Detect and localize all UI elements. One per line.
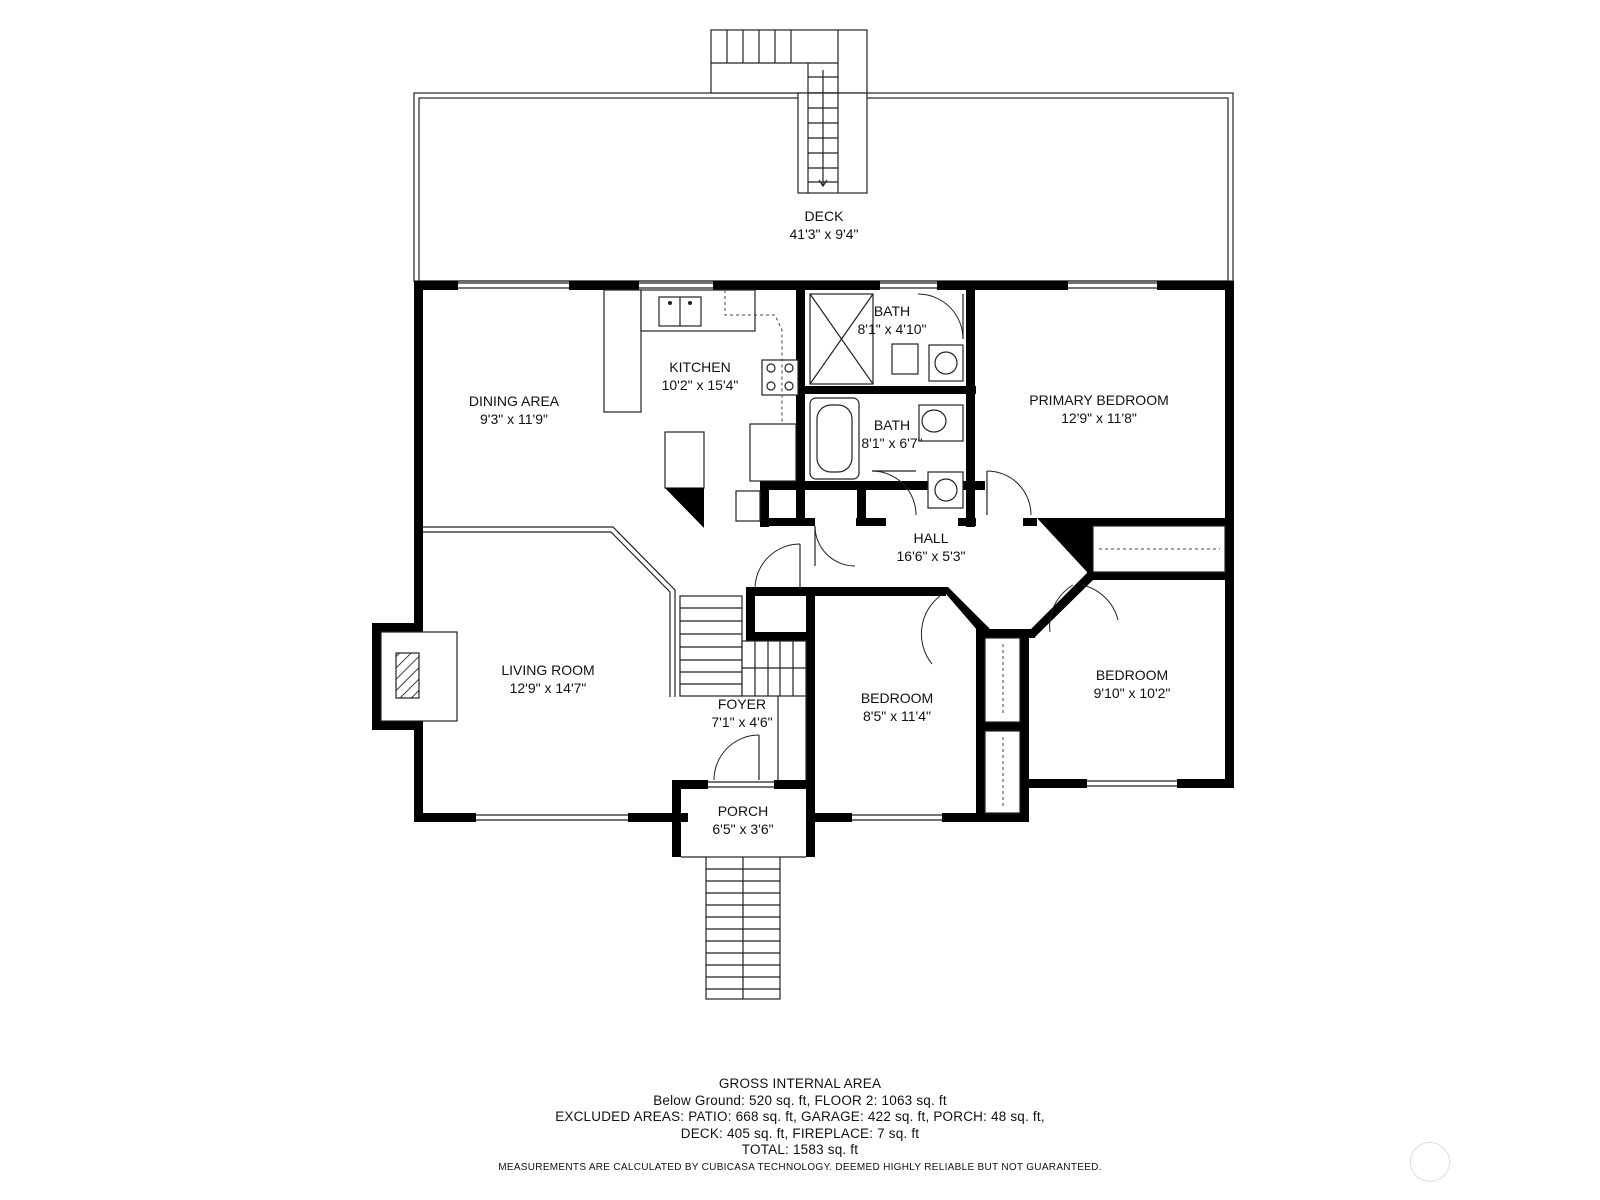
kitchen-name: KITCHEN [669,359,730,375]
bath-lower-dims: 8'1" x 6'7" [861,435,922,451]
kitchen-dims: 10'2" x 15'4" [662,377,739,393]
primary-bedroom-name: PRIMARY BEDROOM [1029,392,1169,408]
kitchen-fixtures [603,289,799,528]
doors [713,525,1226,814]
porch-dims: 6'5" x 3'6" [712,821,773,837]
primary-bedroom-dims: 12'9" x 11'8" [1061,410,1137,426]
summary-line-1: Below Ground: 520 sq. ft, FLOOR 2: 1063 … [653,1092,947,1108]
living-room-dims: 12'9" x 14'7" [510,680,587,696]
summary-line-4: TOTAL: 1583 sq. ft [741,1142,859,1157]
summary-disclaimer: MEASUREMENTS ARE CALCULATED BY CUBICASA … [498,1161,1102,1173]
dining-dims: 9'3" x 11'9" [480,411,548,427]
deck-structure [413,29,1234,282]
hall-name: HALL [913,530,948,546]
bath-lower-name: BATH [874,417,910,433]
deck-name: DECK [805,208,845,224]
watermark-badge-icon [1410,1142,1450,1182]
bath-upper-name: BATH [874,303,910,319]
stairs [423,526,807,1000]
dining-name: DINING AREA [469,393,560,409]
bedroom-right-dims: 9'10" x 10'2" [1094,685,1171,701]
porch-name: PORCH [718,803,769,819]
hall-dims: 16'6" x 5'3" [897,548,966,564]
bedroom-middle-dims: 8'5" x 11'4" [863,708,931,724]
bath-fixtures [809,293,1032,516]
foyer-name: FOYER [718,696,766,712]
windows [458,282,1177,821]
bedroom-middle-name: BEDROOM [861,690,933,706]
summary-heading: GROSS INTERNAL AREA [718,1076,882,1091]
deck-dims: 41'3" x 9'4" [790,226,859,242]
walls [372,281,1234,857]
summary-line-3: DECK: 405 sq. ft, FIREPLACE: 7 sq. ft [680,1125,920,1141]
foyer-dims: 7'1" x 4'6" [711,714,772,730]
area-summary: GROSS INTERNAL AREA Below Ground: 520 sq… [0,1076,1600,1175]
bath-upper-dims: 8'1" x 4'10" [858,321,927,337]
summary-line-2: EXCLUDED AREAS: PATIO: 668 sq. ft, GARAG… [555,1109,1045,1124]
living-room-name: LIVING ROOM [501,662,594,678]
bedroom-right-name: BEDROOM [1096,667,1168,683]
